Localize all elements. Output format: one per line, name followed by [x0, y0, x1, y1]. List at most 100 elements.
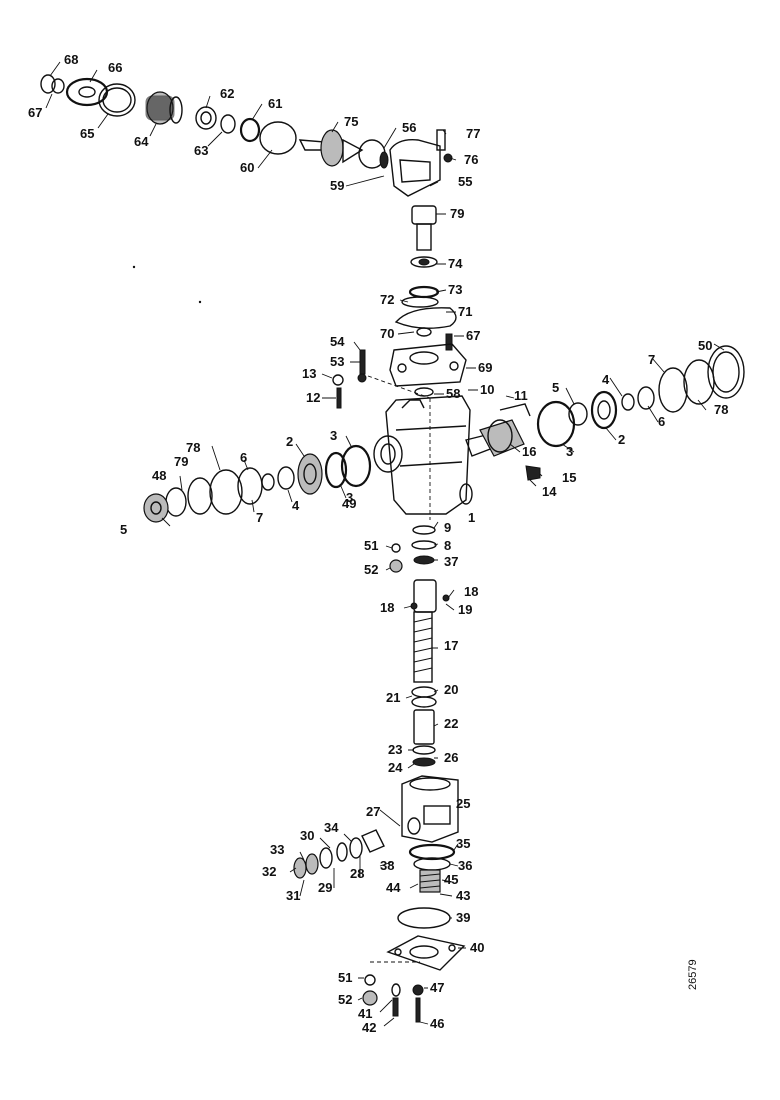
- callout-label: 12: [306, 390, 320, 405]
- callout-label: 2: [618, 432, 625, 447]
- callout-label: 63: [194, 143, 208, 158]
- callout-label: 78: [186, 440, 200, 455]
- callout-label: 77: [466, 126, 480, 141]
- callout-label: 75: [344, 114, 358, 129]
- callout-label: 70: [380, 326, 394, 341]
- callout-label: 69: [478, 360, 492, 375]
- callout-label: 66: [108, 60, 122, 75]
- callout-label: 21: [386, 690, 400, 705]
- callout-label: 24: [388, 760, 403, 775]
- callout-label: 5: [552, 380, 559, 395]
- callout-label: 48: [152, 468, 166, 483]
- callout-label: 79: [174, 454, 188, 469]
- callout-label: 53: [330, 354, 344, 369]
- callout-label: 18: [464, 584, 478, 599]
- callout-label: 27: [366, 804, 380, 819]
- callout-label: 25: [456, 796, 470, 811]
- callout-label: 13: [302, 366, 316, 381]
- callout-label: 45: [444, 872, 458, 887]
- callout-label: 26: [444, 750, 458, 765]
- callout-label: 74: [448, 256, 463, 271]
- scan-dot: [198, 300, 202, 304]
- callout-label: 15: [562, 470, 576, 485]
- callout-label: 76: [464, 152, 478, 167]
- callout-label: 44: [386, 880, 401, 895]
- callout-label: 64: [134, 134, 149, 149]
- right-shaft-assembly: [479, 345, 745, 481]
- callout-label: 29: [318, 880, 332, 895]
- callout-label: 39: [456, 910, 470, 925]
- callout-label: 6: [658, 414, 665, 429]
- callout-label: 46: [430, 1016, 444, 1031]
- callout-label: 78: [714, 402, 728, 417]
- bottom-cover-assembly: [362, 907, 466, 1023]
- callout-label: 22: [444, 716, 458, 731]
- left-shaft-assembly: [143, 444, 372, 523]
- cover-plate: [332, 343, 467, 409]
- callout-label: 17: [444, 638, 458, 653]
- callout-label: 49: [342, 496, 356, 511]
- callout-label: 18: [380, 600, 394, 615]
- callout-label: 55: [458, 174, 472, 189]
- callout-label: 37: [444, 554, 458, 569]
- callout-label: 71: [458, 304, 472, 319]
- callout-label: 4: [602, 372, 610, 387]
- callout-label: 31: [286, 888, 300, 903]
- callout-label: 10: [480, 382, 494, 397]
- main-housing: [373, 395, 500, 520]
- callout-label: 52: [364, 562, 378, 577]
- callout-label: 20: [444, 682, 458, 697]
- callout-label: 60: [240, 160, 254, 175]
- callout-label: 73: [448, 282, 462, 297]
- callout-label: 9: [444, 520, 451, 535]
- callout-label: 36: [458, 858, 472, 873]
- callout-label: 79: [450, 206, 464, 221]
- lower-housing-assembly: [293, 775, 459, 893]
- callout-label: 2: [286, 434, 293, 449]
- leader-lines: [45, 61, 725, 1027]
- callout-label: 43: [456, 888, 470, 903]
- callout-label: 30: [300, 828, 314, 843]
- callout-label: 65: [80, 126, 94, 141]
- callout-label: 51: [364, 538, 378, 553]
- callout-label: 23: [388, 742, 402, 757]
- callout-label: 3: [346, 490, 353, 505]
- callout-label: 1: [468, 510, 475, 525]
- callout-label: 72: [380, 292, 394, 307]
- callout-label: 58: [446, 386, 460, 401]
- scan-dot: [132, 265, 136, 269]
- callout-label: 35: [456, 836, 470, 851]
- callout-label: 6: [240, 450, 247, 465]
- callout-label: 62: [220, 86, 234, 101]
- callout-label: 51: [338, 970, 352, 985]
- callout-label: 8: [444, 538, 451, 553]
- callout-label: 7: [648, 352, 655, 367]
- callout-label: 3: [566, 444, 573, 459]
- callout-label: 11: [514, 388, 528, 403]
- callout-label: 50: [698, 338, 712, 353]
- callout-label: 68: [64, 52, 78, 67]
- callout-labels: 68 66 67 65 64 62 63 61 60 75 56 77 76 5…: [28, 52, 728, 1035]
- upper-vertical-shaft: [394, 205, 457, 351]
- callout-label: 7: [256, 510, 263, 525]
- callout-label: 67: [466, 328, 480, 343]
- callout-label: 52: [338, 992, 352, 1007]
- callout-label: 56: [402, 120, 416, 135]
- lower-vertical-stack: [389, 525, 450, 767]
- callout-label: 16: [522, 444, 536, 459]
- callout-label: 42: [362, 1020, 376, 1035]
- callout-label: 14: [542, 484, 557, 499]
- callout-label: 47: [430, 980, 444, 995]
- callout-label: 4: [292, 498, 300, 513]
- callout-label: 32: [262, 864, 276, 879]
- callout-label: 61: [268, 96, 282, 111]
- callout-label: 40: [470, 940, 484, 955]
- callout-label: 41: [358, 1006, 372, 1021]
- callout-label: 54: [330, 334, 345, 349]
- callout-label: 38: [380, 858, 394, 873]
- callout-label: 67: [28, 105, 42, 120]
- callout-label: 5: [120, 522, 127, 537]
- callout-label: 3: [330, 428, 337, 443]
- callout-label: 34: [324, 820, 339, 835]
